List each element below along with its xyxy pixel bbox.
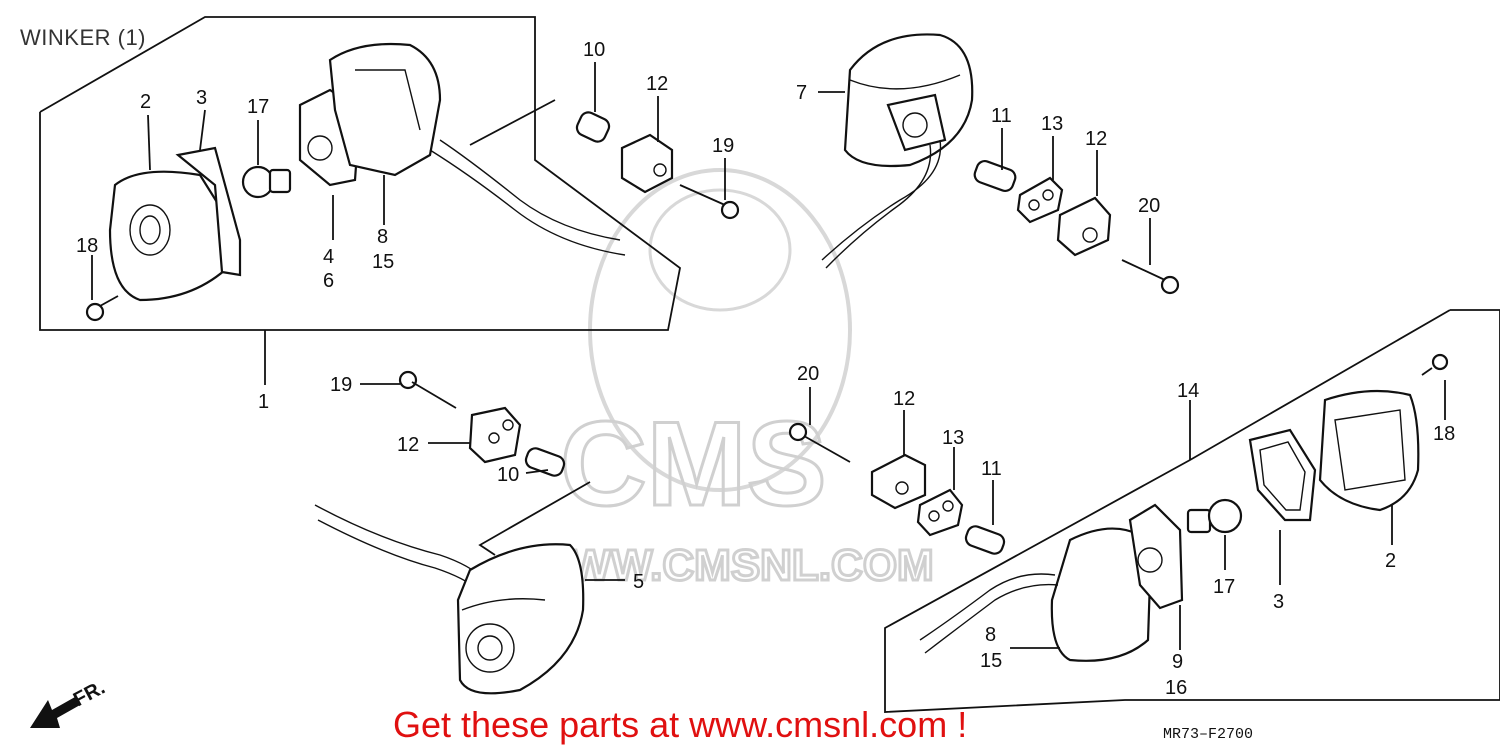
plate-part-13-b: [916, 488, 964, 537]
bolt-part-11-a: [973, 159, 1017, 193]
nut-block-part-12-d: [870, 453, 927, 510]
callout-13-b: 13: [942, 427, 964, 449]
callout-15: 15: [372, 251, 394, 273]
frame-bottom-right: [884, 309, 1500, 713]
bolt-part-10-a: [575, 111, 611, 143]
callout-10: 10: [583, 39, 605, 61]
callout-20-a: 20: [1138, 195, 1160, 217]
callout-11-b: 11: [981, 458, 1002, 480]
callouts-top-left: [91, 62, 726, 300]
callout-12-c: 12: [397, 434, 419, 456]
nut-block-part-12-c: [468, 406, 522, 464]
callout-10-b: 10: [497, 464, 519, 486]
callout-8: 8: [377, 226, 388, 248]
socket-plate-part-9: [1128, 503, 1184, 610]
callout-3: 3: [196, 87, 207, 109]
lens-part-2: [108, 170, 227, 302]
callout-6: 6: [323, 270, 334, 292]
callout-17-b: 17: [1213, 576, 1235, 598]
callout-7: 7: [796, 82, 807, 104]
callout-19-b: 19: [330, 374, 352, 396]
callout-11-a: 11: [991, 105, 1012, 127]
bolt-part-19-b: [398, 370, 457, 409]
callout-19: 19: [712, 135, 734, 157]
plate-part-13-a: [1016, 176, 1064, 224]
frame-top-left: [39, 16, 681, 331]
callout-14: 14: [1177, 380, 1199, 402]
housing-part-8: [328, 42, 442, 177]
callout-16: 16: [1165, 677, 1187, 699]
winker-part-5: [456, 543, 585, 695]
bulb-part-17-b: [1186, 498, 1243, 534]
callout-12-b: 12: [1085, 128, 1107, 150]
callout-4: 4: [323, 246, 334, 268]
bulb-part-17: [241, 165, 292, 199]
winker-part-7: [843, 33, 974, 168]
callout-2-b: 2: [1385, 550, 1396, 572]
lens-part-2-b: [1318, 389, 1420, 512]
callout-12: 12: [646, 73, 668, 95]
callout-9: 9: [1172, 651, 1183, 673]
callout-17: 17: [247, 96, 269, 118]
diagram-code: MR73–F2700: [1163, 726, 1253, 743]
nut-block-part-12-a: [620, 133, 674, 194]
callout-18-b: 18: [1433, 423, 1455, 445]
callout-18: 18: [76, 235, 98, 257]
callout-3-b: 3: [1273, 591, 1284, 613]
nut-block-part-12-b: [1056, 196, 1112, 257]
watermark-brand: CMS: [560, 397, 827, 531]
gasket-part-3: [175, 146, 242, 277]
callout-20-b: 20: [797, 363, 819, 385]
bolt-part-20-b: [788, 422, 851, 463]
page-title: WINKER (1): [20, 25, 146, 50]
callout-12-d: 12: [893, 388, 915, 410]
callout-2: 2: [140, 91, 151, 113]
watermark: CMS WWW.CMSNL.COM: [527, 168, 935, 592]
bolt-part-11-b: [964, 525, 1006, 555]
bolt-part-19-a: [679, 184, 740, 220]
promo-link[interactable]: Get these parts at www.cmsnl.com !: [393, 704, 967, 745]
screw-part-18-b: [1421, 353, 1449, 376]
screw-part-18: [85, 295, 119, 322]
bolt-part-20-a: [1121, 259, 1180, 295]
callout-5: 5: [633, 571, 644, 593]
housing-part-8-b: [1050, 527, 1152, 662]
callout-13-a: 13: [1041, 113, 1063, 135]
forward-arrow-icon: [30, 697, 80, 728]
watermark-url: WWW.CMSNL.COM: [528, 541, 934, 590]
gasket-part-3-b: [1248, 428, 1317, 522]
callout-15-b: 15: [980, 650, 1002, 672]
callout-1: 1: [258, 391, 269, 413]
callout-8-b: 8: [985, 624, 996, 646]
